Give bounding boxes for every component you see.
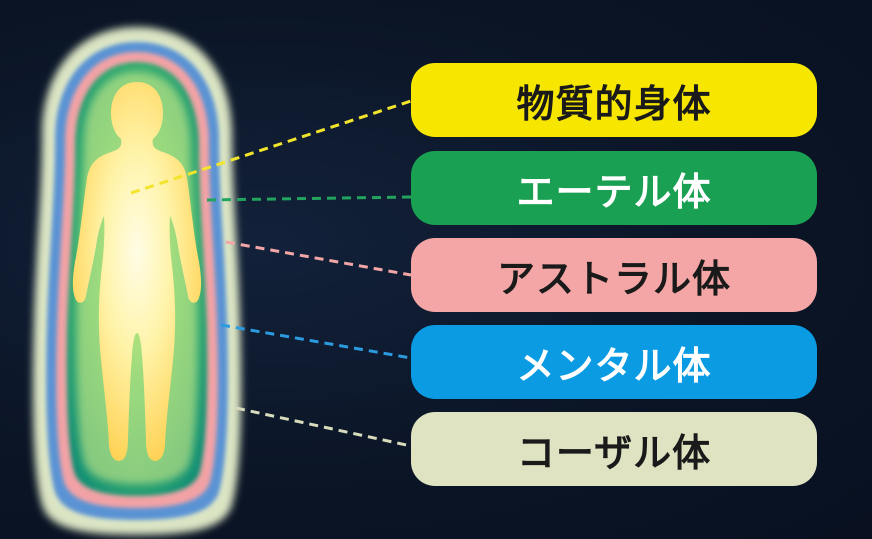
- connector-astral: [225, 240, 412, 277]
- connector-etheric: [206, 195, 412, 202]
- label-physical-body-text: 物質的身体: [516, 80, 712, 126]
- human-silhouette-icon: [72, 82, 202, 461]
- label-causal-body: コーザル体: [411, 412, 817, 486]
- label-causal-body-text: コーザル体: [516, 429, 712, 475]
- label-etheric-body-text: エーテル体: [516, 168, 712, 214]
- label-physical-body: 物質的身体: [411, 63, 817, 137]
- label-mental-body-text: メンタル体: [516, 342, 712, 388]
- connector-physical: [130, 99, 412, 195]
- label-mental-body: メンタル体: [411, 325, 817, 399]
- connector-mental: [220, 323, 412, 360]
- label-astral-body-text: アストラル体: [496, 255, 731, 301]
- connector-causal: [235, 406, 412, 448]
- label-etheric-body: エーテル体: [411, 151, 817, 225]
- label-astral-body: アストラル体: [411, 238, 817, 312]
